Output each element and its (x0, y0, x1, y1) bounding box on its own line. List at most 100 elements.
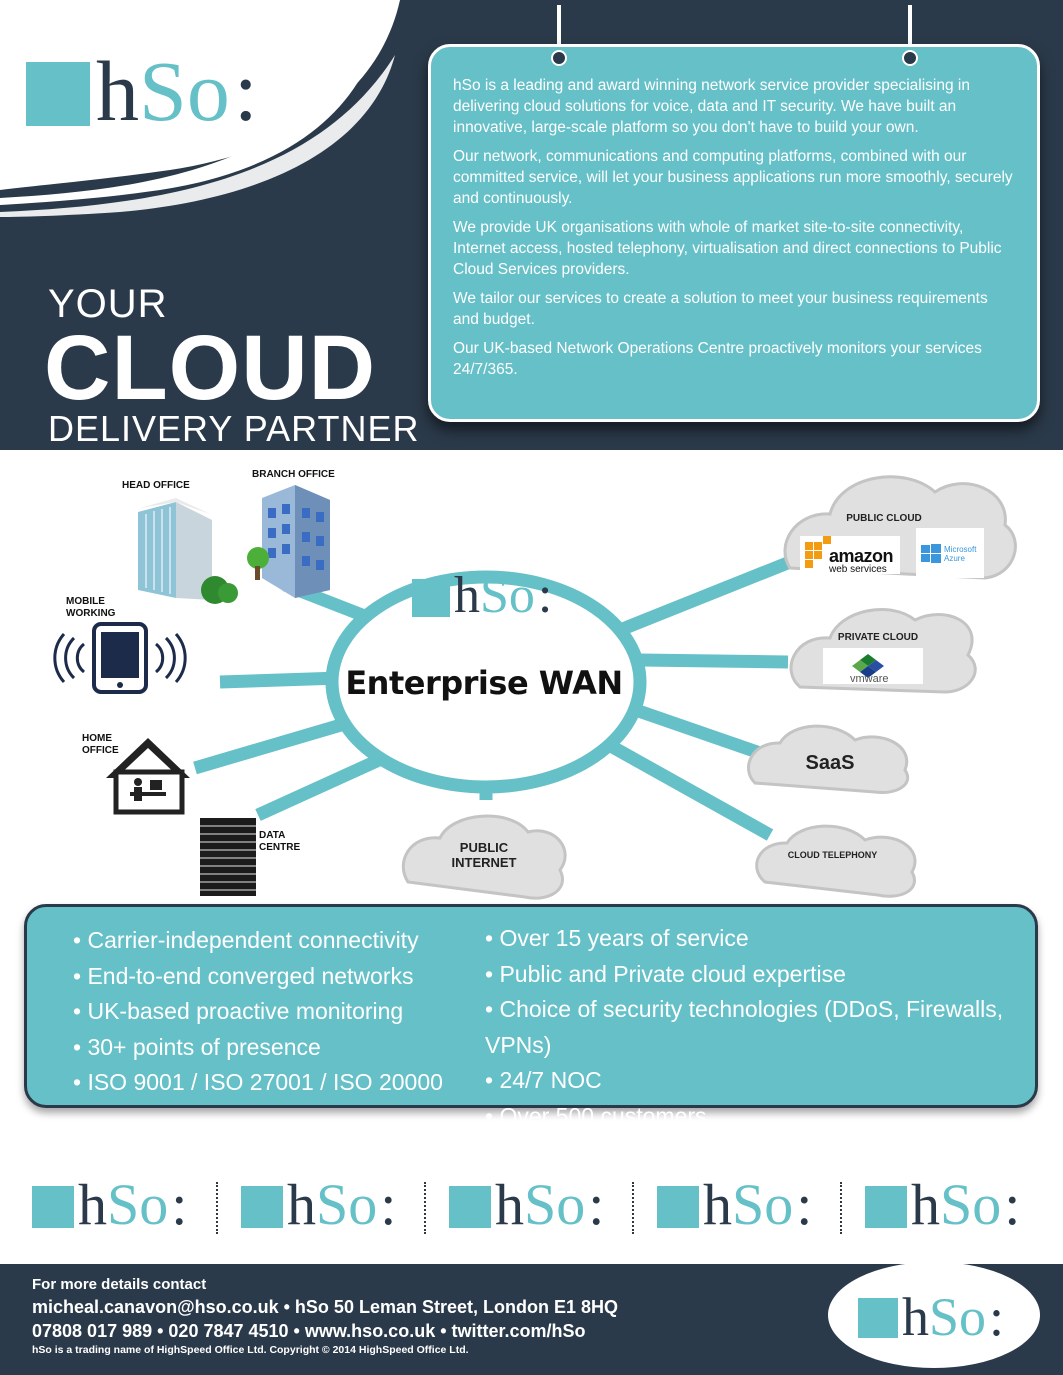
windows-icon (921, 544, 941, 563)
hso-logo-hub: h So : (412, 570, 552, 622)
logo-colon: : (537, 567, 553, 624)
features-left-list: Carrier-independent connectivity End-to-… (73, 923, 443, 1101)
logo-h: h (454, 567, 480, 624)
label-line: DATA (259, 830, 286, 841)
label-line: Azure (944, 554, 965, 563)
hso-logo-strip-2: h So : (241, 1176, 396, 1234)
data-centre-label: DATA CENTRE (259, 830, 300, 854)
home-office-label: HOME OFFICE (82, 733, 119, 757)
hanger-left (557, 5, 561, 55)
logo-colon: : (588, 1172, 605, 1237)
logo-so: So (929, 1287, 987, 1347)
feature-item: 24/7 NOC (485, 1063, 1035, 1099)
intro-paragraph: Our network, communications and computin… (453, 148, 1013, 207)
logo-so: So (107, 1172, 169, 1237)
logo-square (858, 1298, 898, 1338)
feature-item: Over 15 years of service (485, 921, 1035, 957)
public-cloud-label: PUBLIC CLOUD (846, 513, 922, 524)
logo-h: h (96, 43, 139, 139)
feature-item: ISO 9001 / ISO 27001 / ISO 20000 (73, 1065, 442, 1101)
footer-heading: For more details contact (32, 1276, 207, 1293)
white-swoosh (0, 0, 400, 217)
head-office-building (138, 498, 238, 604)
intro-infobox: hSo is a leading and award winning netwo… (428, 44, 1040, 422)
logo-square (657, 1186, 699, 1228)
hso-logo-strip-1: h So : (32, 1176, 187, 1234)
branch-office-building (247, 485, 330, 598)
hso-logo-footer: h So : (858, 1290, 1004, 1344)
logo-colon: : (1004, 1172, 1021, 1237)
logo-so: So (940, 1172, 1002, 1237)
intro-paragraph: We provide UK organisations with whole o… (453, 219, 1002, 278)
intro-paragraph: We tailor our services to create a solut… (453, 290, 988, 328)
head-office-label: HEAD OFFICE (122, 480, 190, 491)
tagline-cloud: CLOUD (44, 317, 377, 419)
hanger-dot-right (902, 50, 918, 66)
logo-square (26, 62, 90, 126)
logo-h: h (703, 1172, 732, 1237)
enterprise-wan-hub (325, 570, 647, 794)
public-internet-label: PUBLIC INTERNET (434, 840, 534, 870)
logo-colon: : (796, 1172, 813, 1237)
label-line: CENTRE (259, 842, 301, 853)
logo-square (32, 1186, 74, 1228)
amazon-cubes (805, 536, 831, 568)
private-cloud-label: PRIVATE CLOUD (837, 632, 919, 643)
label-line: INTERNET (451, 855, 517, 870)
header-section: h So : YOUR CLOUD DELIVERY PARTNER hSo i… (0, 0, 1063, 450)
logo-so: So (480, 567, 535, 624)
intro-paragraph: Our UK-based Network Operations Centre p… (453, 340, 982, 378)
vmware-icon (852, 654, 884, 678)
logo-colon: : (380, 1172, 397, 1237)
branch-office-label: BRANCH OFFICE (252, 469, 335, 480)
network-diagram (53, 475, 1017, 900)
hub-label: Enterprise WAN (345, 664, 623, 702)
tagline-your: YOUR (48, 282, 168, 326)
amazon-wordmark: amazon (829, 546, 894, 566)
strip-divider (632, 1182, 636, 1234)
features-panel: Carrier-independent connectivity End-to-… (24, 904, 1038, 1129)
strip-divider (840, 1182, 844, 1234)
logo-colon: : (233, 43, 258, 139)
logo-h: h (911, 1172, 940, 1237)
hso-logo-strip-4: h So : (657, 1176, 812, 1234)
vmware-wordmark: vmware (850, 673, 889, 685)
logo-colon: : (171, 1172, 188, 1237)
logo-h: h (495, 1172, 524, 1237)
logo-so: So (139, 43, 230, 139)
hanger-dot-left (551, 50, 567, 66)
logo-square (412, 579, 450, 617)
label-line: PUBLIC (459, 840, 509, 855)
logo-so: So (524, 1172, 586, 1237)
feature-item: Choice of security technologies (DDoS, F… (485, 992, 1035, 1063)
label-line: HOME (82, 733, 112, 744)
footer-legal: hSo is a trading name of HighSpeed Offic… (32, 1344, 469, 1356)
hso-logo-main: h So : (26, 48, 258, 134)
hso-logo-strip-5: h So : (865, 1176, 1020, 1234)
home-office-icon (106, 738, 190, 815)
logo-colon: : (989, 1287, 1005, 1347)
footer-contact-line-1[interactable]: micheal.canavon@hso.co.uk • hSo 50 Leman… (32, 1297, 618, 1317)
label-line: Microsoft (944, 545, 977, 554)
azure-wordmark: Microsoft Azure (944, 545, 976, 563)
logo-h: h (78, 1172, 107, 1237)
saas-label: SaaS (805, 752, 855, 774)
logo-h: h (902, 1287, 929, 1347)
hanger-right (908, 5, 912, 55)
amazon-subtext: web services (829, 564, 887, 575)
label-line: OFFICE (82, 745, 119, 756)
strip-divider (424, 1182, 428, 1234)
logo-so: So (732, 1172, 794, 1237)
feature-item: Public and Private cloud expertise (485, 957, 1035, 993)
logo-square (241, 1186, 283, 1228)
feature-item: Over 500 customers (485, 1099, 1035, 1135)
feature-item: Carrier-independent connectivity (73, 923, 443, 959)
cloud-telephony-label: CLOUD TELEPHONY (787, 850, 878, 860)
feature-item: 30+ points of presence (73, 1030, 443, 1066)
label-line: MOBILE (66, 596, 105, 607)
features-right-list: Over 15 years of service Public and Priv… (485, 921, 1035, 1134)
footer-contact-line-2[interactable]: 07808 017 989 • 020 7847 4510 • www.hso.… (32, 1321, 586, 1341)
hso-logo-strip-3: h So : (449, 1176, 604, 1234)
mobile-working-label: MOBILE WORKING (66, 596, 115, 620)
label-line: WORKING (66, 608, 116, 619)
